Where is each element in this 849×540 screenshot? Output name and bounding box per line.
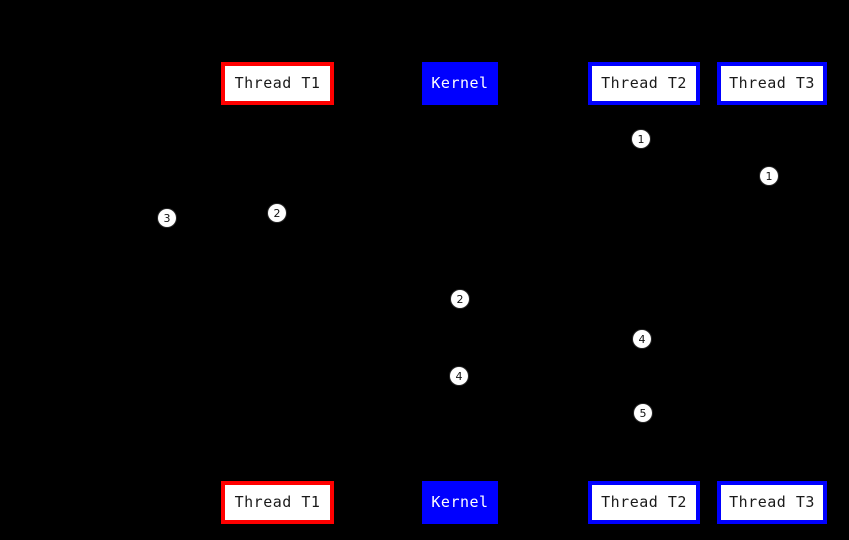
step-marker: 1 <box>760 167 778 185</box>
step-marker-label: 2 <box>273 206 281 220</box>
step-marker: 4 <box>633 330 651 348</box>
lifeline-t2 <box>643 105 644 481</box>
participant-label: Thread T2 <box>601 493 687 511</box>
message-line <box>166 109 278 248</box>
participant-box-kernel-footer[interactable]: Kernel <box>422 481 498 524</box>
participant-label: Kernel <box>431 74 489 92</box>
participant-label: Thread T2 <box>601 74 687 92</box>
lifeline-t3 <box>771 105 772 481</box>
step-marker-label: 3 <box>163 211 171 225</box>
participant-label: Thread T3 <box>729 74 815 92</box>
participant-box-t1-footer[interactable]: Thread T1 <box>221 481 334 524</box>
step-marker-label: 4 <box>455 369 463 383</box>
step-marker-label: 1 <box>637 132 645 146</box>
participant-box-kernel-header[interactable]: Kernel <box>422 62 498 105</box>
participant-box-t2-footer[interactable]: Thread T2 <box>588 481 700 524</box>
step-marker-label: 4 <box>638 332 646 346</box>
participant-label: Kernel <box>431 493 489 511</box>
participant-box-t2-header[interactable]: Thread T2 <box>588 62 700 105</box>
step-marker: 3 <box>158 209 176 227</box>
step-marker: 4 <box>450 367 468 385</box>
step-marker: 2 <box>451 290 469 308</box>
participant-box-t3-header[interactable]: Thread T3 <box>717 62 827 105</box>
participant-label: Thread T1 <box>234 493 321 511</box>
step-marker-label: 2 <box>456 292 464 306</box>
participant-label: Thread T1 <box>234 74 321 92</box>
participant-label: Thread T3 <box>729 493 815 511</box>
step-marker-label: 5 <box>639 406 647 420</box>
step-marker: 1 <box>632 130 650 148</box>
step-marker: 2 <box>268 204 286 222</box>
lifeline-t1 <box>277 105 278 481</box>
participant-box-t3-footer[interactable]: Thread T3 <box>717 481 827 524</box>
step-marker: 5 <box>634 404 652 422</box>
participant-box-t1-header[interactable]: Thread T1 <box>221 62 334 105</box>
step-marker-label: 1 <box>765 169 773 183</box>
